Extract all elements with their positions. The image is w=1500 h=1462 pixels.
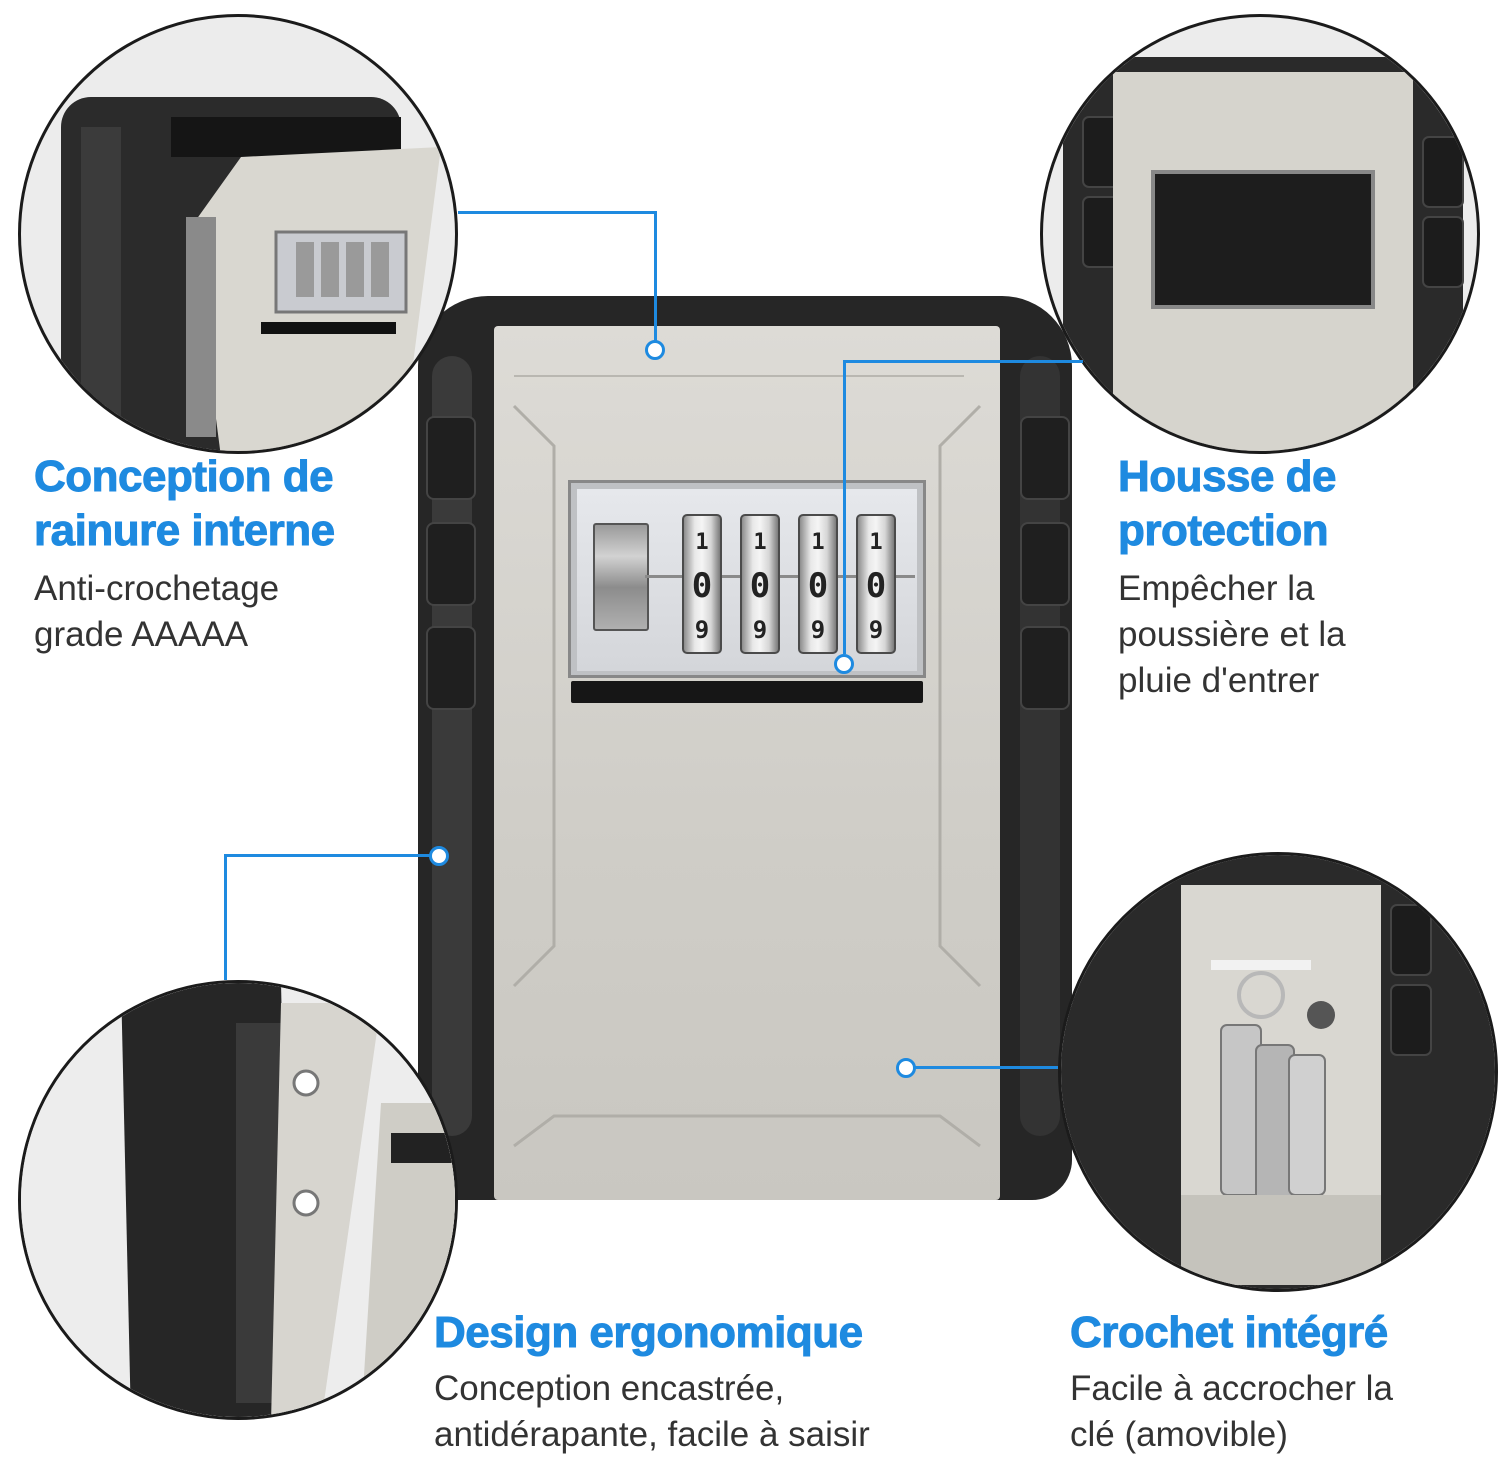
grip-ridge	[426, 522, 476, 606]
release-button[interactable]	[593, 523, 649, 631]
callout-line	[458, 211, 656, 214]
feature-desc-integrated-hook: Facile à accrocher la clé (amovible)	[1070, 1369, 1393, 1454]
detail-circle-internal-groove	[18, 14, 458, 454]
lockbox-product-image: 1 0 9 1 0 9 1 0 9 1 0 9	[410, 296, 1080, 1200]
callout-dot	[834, 654, 854, 674]
callout-line	[224, 854, 430, 857]
feature-title-internal-groove: Conception de rainure interne	[34, 452, 336, 556]
wheel-digit: 0	[749, 566, 771, 606]
grip-ridge	[1020, 522, 1070, 606]
callout-dot	[429, 846, 449, 866]
feature-title-integrated-hook: Crochet intégré	[1070, 1308, 1389, 1358]
cover-bevel-lines	[512, 375, 982, 1148]
grip-ridge	[1020, 626, 1070, 710]
feature-desc-internal-groove: Anti-crochetage grade AAAAA	[34, 569, 280, 654]
callout-dot	[645, 340, 665, 360]
callout-line	[843, 360, 1083, 363]
callout-line	[654, 211, 657, 341]
feature-desc-protective-cover: Empêcher la poussière et la pluie d'entr…	[1118, 569, 1346, 700]
combination-wheel[interactable]: 1 0 9	[856, 514, 896, 654]
window-slot	[571, 681, 923, 703]
grip-ridge	[426, 416, 476, 500]
wheel-digit: 0	[807, 566, 829, 606]
wheel-digit: 0	[865, 566, 887, 606]
callout-line	[224, 854, 227, 980]
grip-ridge	[426, 626, 476, 710]
lockbox-cover	[494, 326, 1000, 1200]
callout-line	[843, 360, 846, 654]
feature-title-ergonomic-design: Design ergonomique	[434, 1308, 864, 1358]
combination-wheel[interactable]: 1 0 9	[798, 514, 838, 654]
feature-desc-ergonomic-design: Conception encastrée, antidérapante, fac…	[434, 1369, 870, 1454]
combination-wheel[interactable]: 1 0 9	[740, 514, 780, 654]
callout-line	[914, 1066, 1058, 1069]
detail-circle-protective-cover	[1040, 14, 1480, 454]
wheel-digit: 0	[691, 566, 713, 606]
detail-circle-integrated-hook	[1058, 852, 1498, 1292]
combination-wheel[interactable]: 1 0 9	[682, 514, 722, 654]
feature-title-protective-cover: Housse de protection	[1117, 452, 1337, 556]
callout-dot	[896, 1058, 916, 1078]
detail-circle-ergonomic-design	[18, 980, 458, 1420]
grip-ridge	[1020, 416, 1070, 500]
